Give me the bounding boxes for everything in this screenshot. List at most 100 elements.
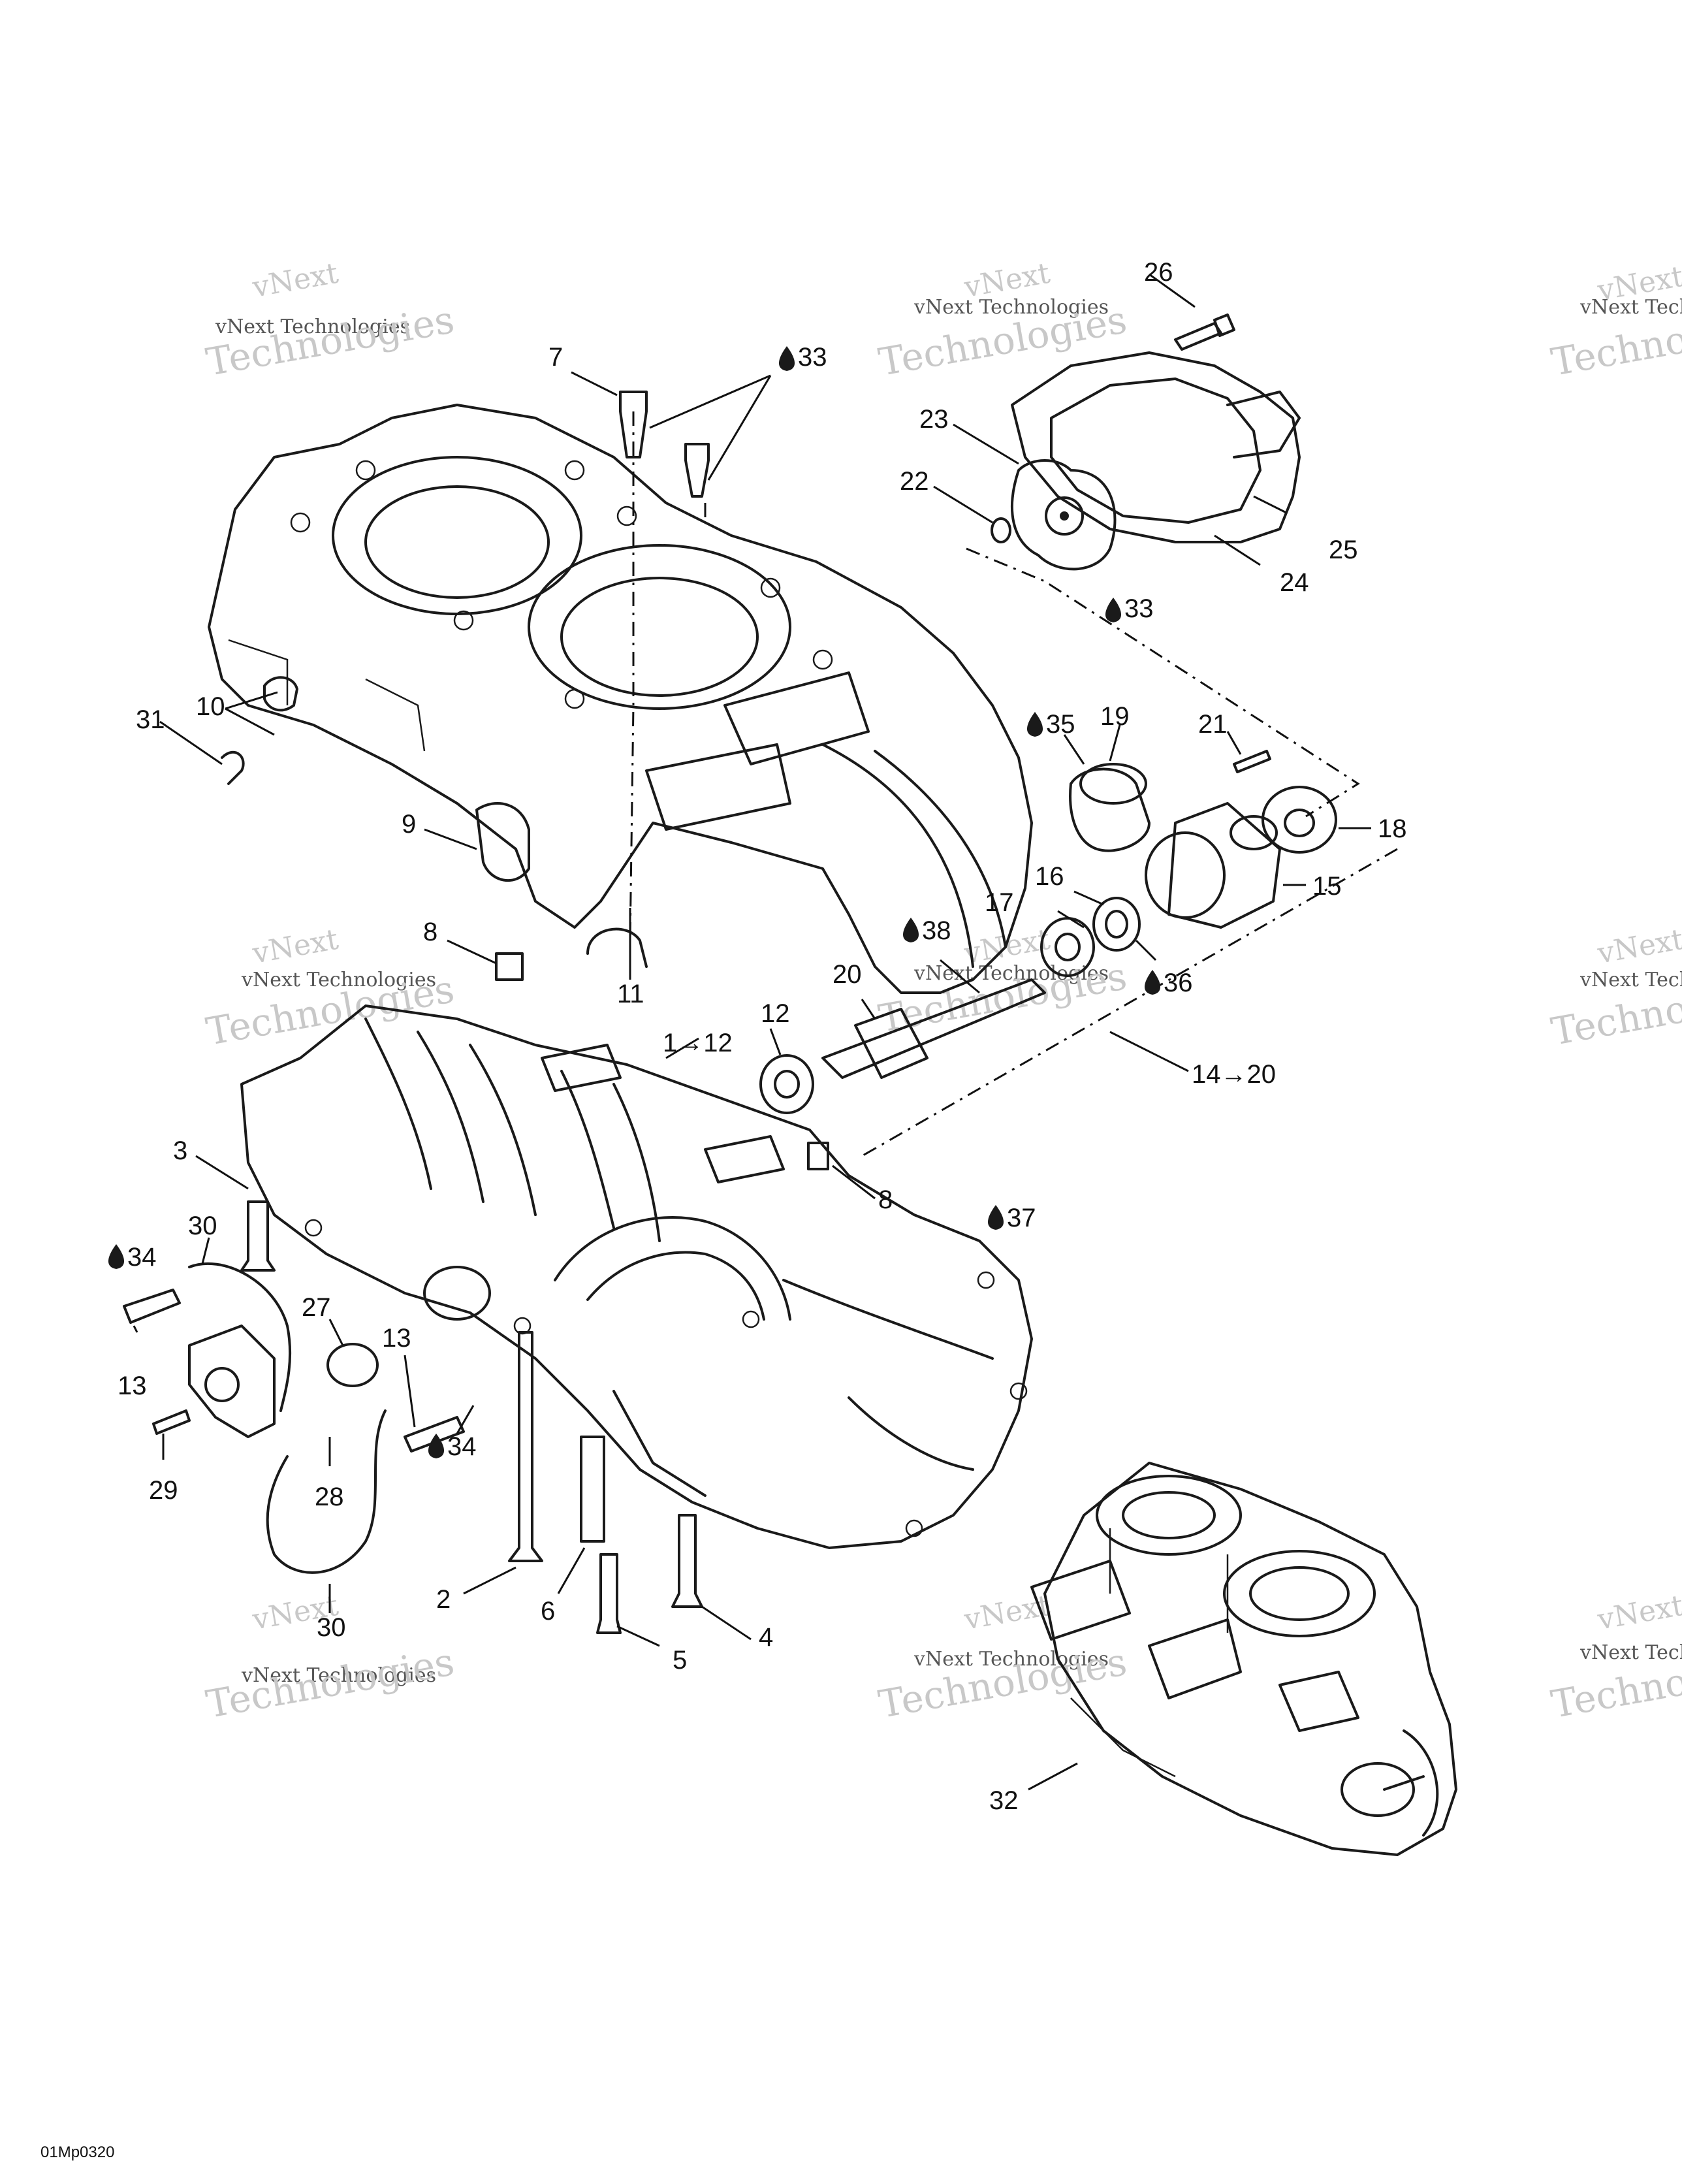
callout-33-top: 33 [778,343,827,372]
stud-2 [508,1331,543,1562]
callout-30-top: 30 [188,1212,217,1240]
watermark-line2: vNext Technologies [913,1648,1109,1671]
callout-11: 11 [617,980,644,1008]
screw-7a [619,391,648,458]
lubricant-drop-icon [987,1205,1004,1230]
watermark-line2: vNext Technologies [913,296,1109,319]
callout-31: 31 [136,705,165,734]
hose-30-top [188,1262,292,1412]
fitting-13a [123,1289,181,1324]
svg-text:38: 38 [922,916,951,945]
dowel-8b [807,1142,829,1170]
watermark-line3: Technologies [203,297,458,385]
callout-labels: 7 33 26 23 22 2 5 24 33 35 19 21 18 15 16… [108,258,1407,1815]
gear-20 [854,1008,928,1079]
callout-19: 19 [1100,702,1130,731]
shaft-20 [821,978,1046,1079]
callout-34-right: 34 [428,1432,477,1461]
fitting-13b [404,1416,465,1453]
callout-4: 4 [759,1623,773,1652]
watermark-line2: vNext Technologies [241,969,436,991]
callout-29: 29 [149,1476,178,1505]
screw-29 [152,1409,191,1435]
watermark-line2: vNext Technologies [1579,296,1682,319]
watermark-line1: vNext [249,257,341,304]
leader-lines [133,273,1371,1791]
callout-2: 2 [436,1585,451,1614]
callout-1-12: 1→12 [663,1029,733,1057]
callout-32: 32 [989,1786,1019,1815]
callout-13-right: 13 [382,1324,411,1353]
oil-pump-28 [188,1325,276,1438]
water-pump-outlet [1226,391,1301,458]
lubricant-drop-icon [1144,970,1161,995]
part-10 [263,676,298,712]
callout-35: 35 [1026,710,1075,739]
water-pump-screw [1174,322,1222,351]
callout-7: 7 [548,343,563,372]
engine-assembly [1030,1462,1457,1856]
callout-13-left: 13 [118,1372,147,1400]
callout-10: 10 [196,692,225,721]
bearing-12 [759,1054,814,1114]
water-pump-seal-ring [991,517,1011,543]
watermark: vNext vNext Technologies Technologies [1548,923,1682,1054]
svg-text:34: 34 [447,1432,477,1461]
callout-21: 21 [1198,710,1228,739]
callout-14-20: 14→20 [1192,1060,1276,1089]
clip-31 [221,750,245,785]
lubricant-drop-icon [778,346,795,371]
screw-21 [1233,750,1271,773]
lubricant-drop-icon [1105,598,1122,622]
callout-33a: 33 [798,343,827,372]
callout-8-bottom: 8 [878,1185,893,1214]
callout-33b: 33 [1124,594,1154,623]
callout-6: 6 [541,1597,555,1626]
seal-18 [1262,786,1337,854]
water-pump-gasket [1011,351,1301,543]
lubricant-drop-icon [1026,712,1043,737]
watermark: vNext vNext Technologies Technologies [876,257,1130,385]
callout-23: 23 [919,405,949,434]
hose-30-bottom [266,1409,387,1574]
callout-34-left: 34 [108,1243,157,1272]
water-pump-assembly [991,313,1301,571]
bolt-3 [240,1200,276,1272]
callout-12: 12 [761,999,790,1028]
svg-text:34: 34 [127,1243,157,1272]
o-ring-27 [326,1343,379,1387]
part-9 [475,802,530,882]
svg-text:37: 37 [1007,1204,1036,1232]
callout-5: 5 [673,1646,687,1675]
callout-8-top: 8 [423,918,437,946]
callout-15: 15 [1312,872,1342,901]
stud-6 [580,1436,605,1543]
callout-28: 28 [315,1483,344,1511]
svg-text:35: 35 [1046,710,1075,739]
dowel-8a [495,952,524,981]
svg-text:36: 36 [1164,969,1193,997]
callout-18: 18 [1378,814,1407,843]
callout-16: 16 [1035,862,1064,891]
watermark-line1: vNext [249,923,341,971]
diagram-code: 01Mp0320 [40,2144,115,2161]
watermark-line1: vNext [961,1589,1053,1637]
callout-3: 3 [173,1136,187,1165]
watermark-line2: vNext Technologies [241,1664,436,1687]
watermark: vNext vNext Technologies Technologies [876,1589,1130,1727]
watermark: vNext vNext Technologies Technologies [203,257,458,385]
callout-24: 24 [1280,568,1309,597]
seal-19 [1069,767,1150,852]
callout-38: 38 [902,916,951,945]
watermark-line1: vNext [1595,1589,1682,1637]
callout-33-mid: 33 [1105,594,1154,623]
callout-22: 22 [900,467,929,496]
callout-9: 9 [402,810,416,839]
watermark: vNext vNext Technologies Technologies [1548,260,1682,385]
bolt-5 [596,1553,622,1634]
watermark-line2: vNext Technologies [215,315,410,338]
callout-26: 26 [1144,258,1173,287]
watermark: vNext vNext Technologies Technologies [1548,1589,1682,1727]
water-pump-impeller [1011,459,1117,571]
